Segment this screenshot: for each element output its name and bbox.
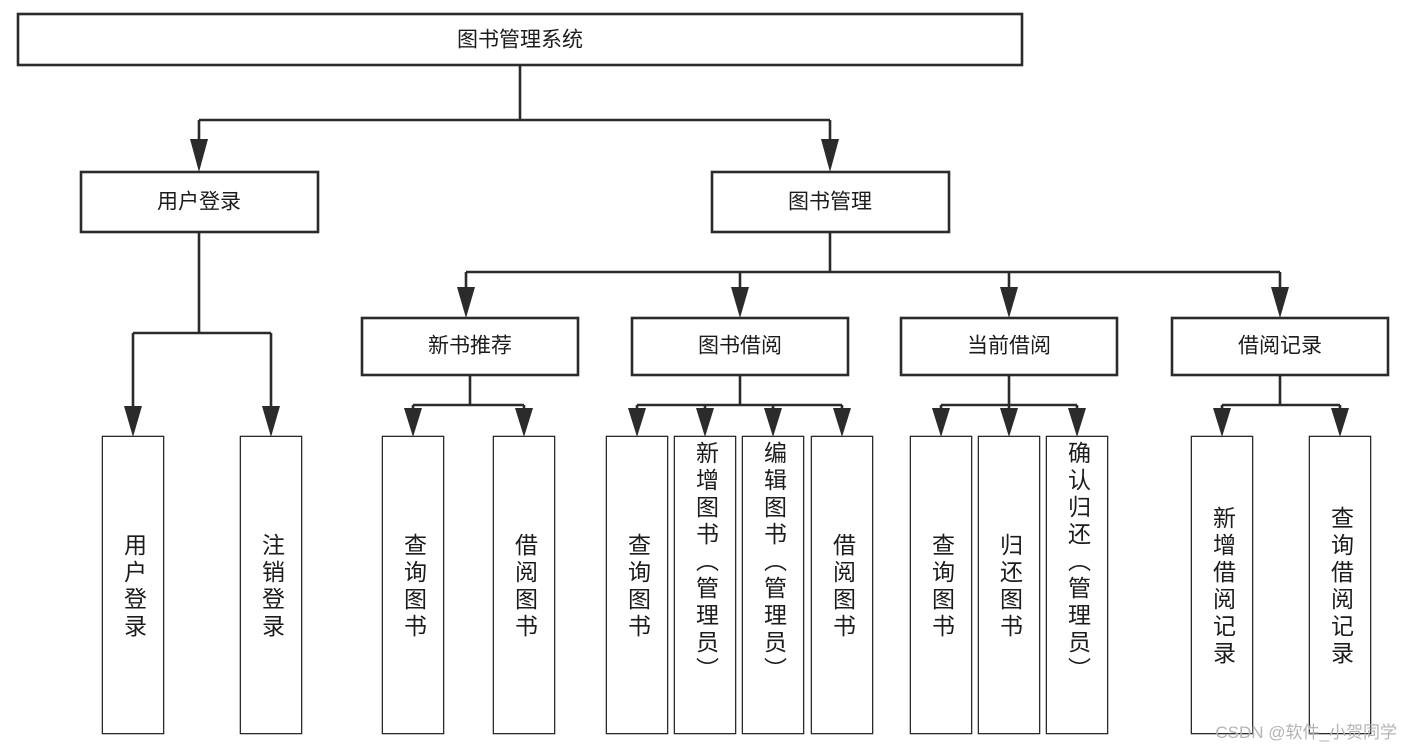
leaf-user-logout[interactable]: 注销登录 (241, 437, 301, 733)
arrow-leaf-user-logout (262, 406, 280, 437)
leaf-add-book-label: 新增图书（管理员） (692, 441, 719, 684)
leaf-borrow-book-2[interactable]: 借阅图书 (812, 437, 872, 733)
leaf-return-book[interactable]: 归还图书 (979, 437, 1039, 733)
node-borrow-record[interactable]: 借阅记录 (1170, 316, 1390, 377)
leaf-query-book-2-label: 查询图书 (624, 533, 651, 641)
leaf-query-book-1[interactable]: 查询图书 (383, 437, 443, 733)
node-current-borrow-label: 当前借阅 (967, 335, 1051, 358)
arrow-book-management (821, 139, 839, 172)
node-book-management-label: 图书管理 (788, 191, 872, 214)
node-current-borrow[interactable]: 当前借阅 (899, 316, 1119, 377)
arrow-leaf-user-login (124, 406, 142, 437)
leaf-return-book-label: 归还图书 (996, 533, 1023, 641)
leaf-borrow-book-1-label: 借阅图书 (511, 533, 538, 641)
arrow-leaf-edit-book (764, 408, 782, 437)
arrow-user-login (190, 139, 208, 172)
arrow-leaf-query-record (1331, 408, 1349, 437)
leaf-query-book-3[interactable]: 查询图书 (911, 437, 971, 733)
connector-group (124, 65, 1349, 437)
node-user-login-label: 用户登录 (157, 191, 241, 214)
leaf-confirm-return-label: 确认归还（管理员） (1064, 441, 1091, 684)
node-borrow-record-label: 借阅记录 (1238, 335, 1322, 358)
leaf-user-login[interactable]: 用户登录 (103, 437, 163, 733)
node-new-book-recommend-label: 新书推荐 (428, 335, 512, 358)
leaf-query-record-label: 查询借阅记录 (1327, 506, 1354, 668)
leaf-borrow-book-1[interactable]: 借阅图书 (494, 437, 554, 733)
arrow-leaf-borrow-book-2 (833, 408, 851, 437)
node-book-borrow-label: 图书借阅 (698, 335, 782, 358)
node-new-book-recommend-rect[interactable] (360, 316, 580, 377)
leaf-add-book[interactable]: 新增图书（管理员） (675, 437, 735, 733)
leaf-confirm-return[interactable]: 确认归还（管理员） (1047, 437, 1107, 733)
leaf-query-book-2[interactable]: 查询图书 (607, 437, 667, 733)
leaf-edit-book-label: 编辑图书（管理员） (760, 441, 787, 684)
leaf-query-book-1-label: 查询图书 (400, 533, 427, 641)
arrow-borrow-record (1271, 287, 1289, 318)
arrow-leaf-add-book (696, 408, 714, 437)
arrow-leaf-return-book (1000, 408, 1018, 437)
arrow-book-borrow (731, 287, 749, 318)
arrow-leaf-query-book-3 (932, 408, 950, 437)
leaf-user-logout-label: 注销登录 (258, 533, 285, 641)
node-user-login[interactable]: 用户登录 (79, 170, 320, 234)
arrow-leaf-confirm-return (1068, 408, 1086, 437)
node-root-label: 图书管理系统 (457, 29, 583, 52)
csdn-watermark: CSDN @软件_小贺同学 (1215, 723, 1397, 742)
leaf-query-record[interactable]: 查询借阅记录 (1310, 437, 1370, 733)
arrow-leaf-query-book-2 (628, 408, 646, 437)
node-user-login-rect[interactable] (79, 170, 320, 234)
leaf-add-record-label: 新增借阅记录 (1209, 506, 1236, 668)
node-current-borrow-rect[interactable] (899, 316, 1119, 377)
node-new-book-recommend[interactable]: 新书推荐 (360, 316, 580, 377)
node-book-management-rect[interactable] (710, 170, 951, 234)
arrow-new-book-recommend (457, 287, 475, 318)
node-borrow-record-rect[interactable] (1170, 316, 1390, 377)
leaf-add-record[interactable]: 新增借阅记录 (1192, 437, 1252, 733)
node-book-borrow-rect[interactable] (630, 316, 850, 377)
leaf-user-login-label: 用户登录 (120, 533, 147, 641)
arrow-leaf-add-record (1213, 408, 1231, 437)
arrow-current-borrow (1000, 287, 1018, 318)
node-book-management[interactable]: 图书管理 (710, 170, 951, 234)
leaf-borrow-book-2-label: 借阅图书 (829, 533, 856, 641)
node-root-rect[interactable] (16, 12, 1024, 67)
leaf-edit-book[interactable]: 编辑图书（管理员） (743, 437, 803, 733)
node-root[interactable]: 图书管理系统 (16, 12, 1024, 67)
arrow-leaf-query-book-1 (404, 408, 422, 437)
leaf-query-book-3-label: 查询图书 (928, 533, 955, 641)
arrow-leaf-borrow-book-1 (515, 408, 533, 437)
node-book-borrow[interactable]: 图书借阅 (630, 316, 850, 377)
